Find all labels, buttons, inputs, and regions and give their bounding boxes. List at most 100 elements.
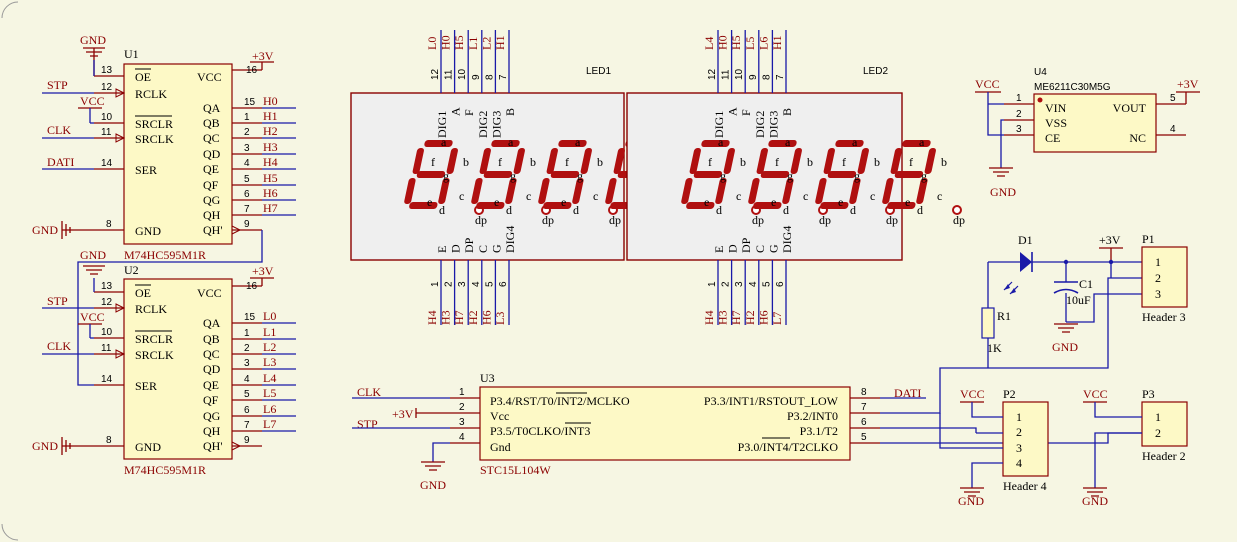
led2-segment [768, 140, 797, 147]
svg-text:QB: QB [203, 116, 220, 130]
svg-text:6: 6 [244, 405, 250, 416]
svg-text:VCC: VCC [197, 70, 222, 84]
svg-text:3: 3 [1155, 287, 1161, 301]
u1-shift-register[interactable]: U1 M74HC595M1R 13 OE 12 RCLK 10 SRCLR 11… [94, 47, 296, 262]
svg-text:P1: P1 [1142, 232, 1155, 246]
led1-bottom-num: 1 [430, 281, 441, 287]
led2-top-net: H0 [716, 35, 730, 50]
svg-text:4: 4 [244, 374, 250, 385]
r1-resistor [981, 307, 995, 339]
svg-text:GND: GND [32, 439, 58, 453]
led2-dp-dot [952, 205, 962, 215]
u1-output-nets: H0 H1 H2 H3 H4 H5 H6 H7 [262, 94, 296, 216]
svg-text:5: 5 [244, 389, 250, 400]
svg-text:3: 3 [1016, 441, 1022, 455]
led2-segment [790, 148, 802, 174]
svg-text:16: 16 [246, 281, 258, 292]
svg-text:QB: QB [203, 332, 220, 346]
svg-text:P2: P2 [1003, 387, 1016, 401]
led2-segment [894, 171, 924, 178]
led2-top-num: 8 [761, 74, 772, 80]
led1-bottom-net: H7 [452, 310, 466, 325]
svg-text:CLK: CLK [47, 339, 71, 353]
led1-segment [505, 178, 517, 204]
svg-text:GND: GND [135, 440, 161, 454]
u3-microcontroller[interactable]: U3 STC15L104W 1 P3.4/RST/T0/INT2/MCLKO 2… [450, 371, 880, 477]
led1-top-name: DIG1 [435, 111, 449, 138]
u3-right-pins: 8 P3.3/INT1/RSTOUT_LOW 7 P3.2/INT0 6 P3.… [704, 387, 880, 454]
svg-text:1: 1 [1155, 410, 1161, 424]
led2-segment [890, 148, 902, 174]
svg-text:H7: H7 [263, 201, 278, 215]
svg-text:1: 1 [459, 387, 465, 398]
led2-bottom-name: C [753, 245, 767, 253]
led2-segment-label: d [917, 203, 923, 217]
svg-text:+3V: +3V [252, 264, 274, 278]
led2-top-num: 12 [707, 68, 718, 80]
led2-segment-label: a [852, 135, 858, 149]
led2-bottom-num: 5 [761, 281, 772, 287]
svg-text:5: 5 [244, 174, 250, 185]
svg-text:RCLK: RCLK [135, 87, 167, 101]
led2-segment-label: g [921, 169, 927, 183]
led1-bottom-num: 4 [471, 281, 482, 287]
svg-text:Header 4: Header 4 [1003, 479, 1047, 493]
led2-segment-label: c [937, 189, 942, 203]
led2-top-name: DIG2 [753, 111, 767, 138]
svg-text:5: 5 [861, 432, 867, 443]
svg-text:7: 7 [244, 204, 250, 215]
led1-bottom-net: L3 [493, 312, 507, 325]
led1-segment-label: e [427, 195, 432, 209]
p2-header[interactable]: P2 1 2 3 4 Header 4 [1002, 387, 1049, 493]
svg-text:8: 8 [106, 435, 112, 446]
svg-text:14: 14 [101, 374, 113, 385]
svg-text:P3.0/INT4/T2CLKO: P3.0/INT4/T2CLKO [738, 440, 839, 454]
u2-shift-register[interactable]: U2 M74HC595M1R 13 OE 12 RCLK 10 SRCLR 11… [94, 263, 296, 477]
u1-pin-srclr: 10 SRCLR [94, 112, 173, 131]
svg-text:L5: L5 [263, 386, 276, 400]
svg-text:SER: SER [135, 379, 157, 393]
led1-segment-label: d [439, 203, 445, 217]
led2-segment [681, 178, 693, 204]
u1-pin-oe: 13 OE [94, 65, 151, 84]
status-led-circuit: D1 R1 1K +3V C1 10uF GND [981, 233, 1142, 368]
p1-header[interactable]: P1 1 2 3 Header 3 [1141, 232, 1188, 324]
svg-text:7: 7 [861, 402, 867, 413]
led1-top-name: DIG2 [476, 111, 490, 138]
svg-text:H1: H1 [263, 109, 278, 123]
led2-top-net: L4 [702, 37, 716, 50]
svg-text:+3V: +3V [252, 49, 274, 63]
p3-header[interactable]: P3 1 2 Header 2 [1141, 387, 1188, 463]
led1-bottom-net: H4 [425, 310, 439, 325]
u3-left-pins: 1 P3.4/RST/T0/INT2/MCLKO 2 Vcc 3 P3.5/T0… [450, 387, 630, 454]
corner-mark [1, 1, 19, 19]
led2-segment [823, 148, 835, 174]
svg-text:+3V: +3V [1177, 77, 1199, 91]
svg-text:DATI: DATI [47, 155, 74, 169]
svg-text:QA: QA [203, 316, 221, 330]
svg-text:+3V: +3V [1099, 233, 1121, 247]
led1-segment-label: a [441, 135, 447, 149]
led2-segment-label: a [785, 135, 791, 149]
svg-text:VCC: VCC [80, 310, 105, 324]
led1-segment [543, 202, 572, 209]
led1-segment-label: c [526, 189, 531, 203]
u2-power-nets: GND +3V STP VCC CLK GND [32, 248, 274, 455]
led2-segment-label: e [838, 195, 843, 209]
led2-display[interactable]: LED2 L412DIG1H011AH510FL59DIG2L68DIG3H17… [626, 30, 965, 325]
led2-bottom-net: H6 [756, 310, 770, 325]
led2-segment-label: e [704, 195, 709, 209]
svg-text:11: 11 [101, 127, 112, 138]
svg-text:L1: L1 [263, 325, 276, 339]
led1-segment-label: a [508, 135, 514, 149]
u2-part: M74HC595M1R [124, 463, 206, 477]
led2-segment-label: e [771, 195, 776, 209]
led1-bottom-num: 6 [498, 281, 509, 287]
led1-top-net: H1 [493, 35, 507, 50]
